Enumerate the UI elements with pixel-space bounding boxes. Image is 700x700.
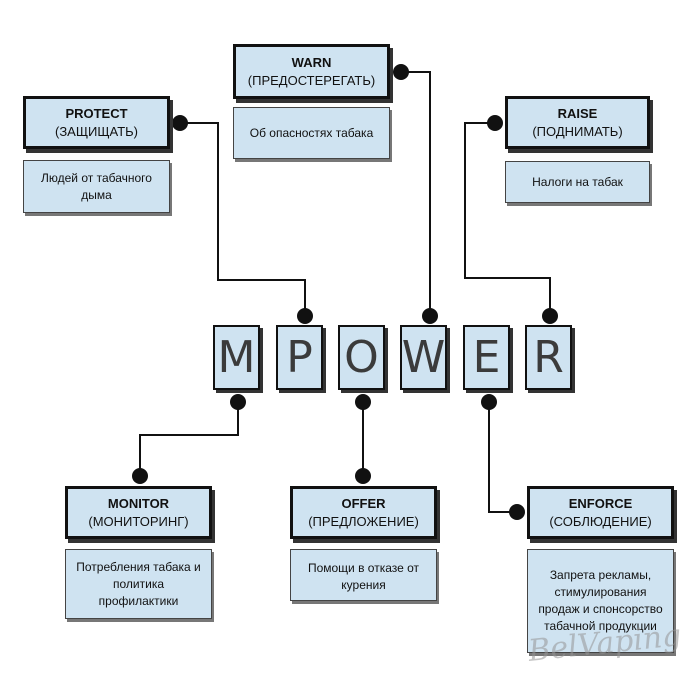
warn-connector-dot [393, 64, 409, 80]
raise-description-box: Налоги на табак [505, 161, 650, 203]
raise-subtitle: (ПОДНИМАТЬ) [532, 123, 623, 139]
raise-connector [464, 122, 551, 318]
letter-p: P [276, 325, 323, 390]
monitor-subtitle: (МОНИТОРИНГ) [88, 513, 189, 529]
raise-heading-box: RAISE (ПОДНИМАТЬ) [505, 96, 650, 149]
enforce-connector [488, 402, 517, 513]
protect-connector-dot [172, 115, 188, 131]
enforce-title: ENFORCE [568, 495, 633, 511]
letter-e: E [463, 325, 510, 390]
warn-description: Об опасностях табака [249, 125, 374, 140]
letter-r: R [525, 325, 572, 390]
enforce-heading-box: ENFORCE (СОБЛЮДЕНИЕ) [527, 486, 674, 539]
warn-title: WARN [291, 54, 332, 70]
w-letter-dot [422, 308, 438, 324]
letter-o: O [338, 325, 385, 390]
warn-description-box: Об опасностях табака [233, 107, 390, 159]
protect-heading-box: PROTECT (ЗАЩИЩАТЬ) [23, 96, 170, 149]
monitor-title: MONITOR [107, 495, 170, 511]
protect-title: PROTECT [65, 105, 128, 121]
p-letter-dot [297, 308, 313, 324]
monitor-description-box: Потребления табака и политика профилакти… [65, 549, 212, 619]
raise-title: RAISE [557, 105, 598, 121]
offer-title: OFFER [341, 495, 386, 511]
m-letter-dot [230, 394, 246, 410]
enforce-description: Запрета рекламы, стимулирования продаж и… [538, 568, 663, 633]
protect-description-box: Людей от табачного дыма [23, 160, 170, 213]
r-letter-dot [542, 308, 558, 324]
monitor-connector [139, 402, 239, 476]
letter-w: W [400, 325, 447, 390]
monitor-connector-dot [132, 468, 148, 484]
warn-connector [400, 71, 431, 318]
enforce-connector-dot [509, 504, 525, 520]
offer-heading-box: OFFER (ПРЕДЛОЖЕНИЕ) [290, 486, 437, 539]
raise-connector-dot [487, 115, 503, 131]
enforce-description-box: Запрета рекламы, стимулирования продаж и… [527, 549, 674, 653]
letter-m: M [213, 325, 260, 390]
protect-description: Людей от табачного дыма [41, 170, 152, 202]
protect-connector [180, 122, 306, 318]
offer-connector-dot [355, 468, 371, 484]
warn-subtitle: (ПРЕДОСТЕРЕГАТЬ) [247, 72, 376, 88]
offer-description-box: Помощи в отказе от курения [290, 549, 437, 601]
e-letter-dot [481, 394, 497, 410]
raise-description: Налоги на табак [532, 174, 623, 189]
monitor-heading-box: MONITOR (МОНИТОРИНГ) [65, 486, 212, 539]
offer-subtitle: (ПРЕДЛОЖЕНИЕ) [308, 513, 419, 529]
enforce-subtitle: (СОБЛЮДЕНИЕ) [549, 513, 652, 529]
o-letter-dot [355, 394, 371, 410]
protect-subtitle: (ЗАЩИЩАТЬ) [54, 123, 139, 139]
monitor-description: Потребления табака и политика профилакти… [76, 559, 201, 608]
offer-description: Помощи в отказе от курения [307, 561, 420, 592]
warn-heading-box: WARN (ПРЕДОСТЕРЕГАТЬ) [233, 44, 390, 99]
